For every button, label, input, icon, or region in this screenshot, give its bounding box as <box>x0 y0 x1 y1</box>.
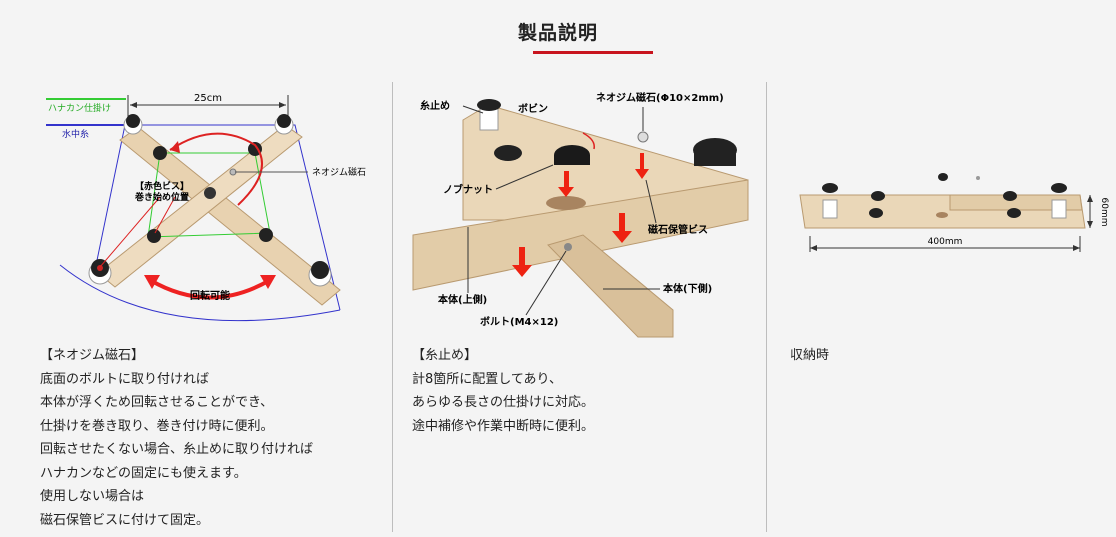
caption-line: 途中補修や作業中断時に便利。 <box>412 418 595 434</box>
blue-line-arc <box>59 264 341 322</box>
magnet <box>637 131 649 143</box>
page-title: 製品説明 <box>517 22 598 44</box>
start-position-label: 巻き始め位置 <box>134 191 189 203</box>
storage-diagram: 60mm 400mm <box>799 173 1109 252</box>
caption-line: 仕掛けを巻き取り、巻き付け時に便利。 <box>40 418 274 434</box>
bobbin <box>274 114 294 135</box>
center-bolt <box>204 187 216 199</box>
caption-itodome: 【糸止め】 計8箇所に配置してあり、 あらゆる長さの仕掛けに対応。 途中補修や作… <box>412 344 594 438</box>
rotate-arrow <box>148 278 272 300</box>
line-stopper <box>1003 191 1017 201</box>
caption-line: 収納時 <box>790 348 830 363</box>
rotate-label: 回転可能 <box>190 289 230 302</box>
body-lower-label: 本体(下側) <box>663 282 712 295</box>
red-screw-label: 【赤色ビス】 <box>135 180 189 192</box>
caption-line: 磁石保管ビスに付けて固定。 <box>40 512 210 528</box>
caption-line: あらゆる長さの仕掛けに対応。 <box>412 395 595 410</box>
line-stopper <box>147 229 161 243</box>
caption-line: 使用しない場合は <box>40 489 145 504</box>
body-lower <box>547 234 674 338</box>
bolt <box>564 243 572 251</box>
line-stopper <box>869 208 883 218</box>
magnet-label: ネオジム磁石(Φ10×2mm) <box>596 91 724 104</box>
caption-storage: 収納時 <box>790 344 829 368</box>
column-divider-2 <box>766 82 767 532</box>
caption-line: 計8箇所に配置してあり、 <box>412 371 562 387</box>
line-stopper <box>248 142 262 156</box>
bobbin <box>822 199 838 219</box>
title-underline <box>533 51 653 54</box>
wood-cross <box>97 124 341 306</box>
caption-line: 回転させたくない場合、糸止めに取り付ければ <box>40 442 314 457</box>
line-stopper <box>153 146 167 160</box>
bolt-label: ボルト(M4×12) <box>480 315 558 328</box>
column-divider-1 <box>392 82 393 532</box>
bobbin-label: ボビン <box>518 102 548 115</box>
caption-line: 本体が浮くため回転させることができ、 <box>40 395 274 410</box>
center-hole <box>546 196 586 210</box>
caption-line: ハナカンなどの固定にも使えます。 <box>40 465 247 481</box>
caption-line: 【ネオジム磁石】 <box>40 348 145 363</box>
center-hole <box>936 212 948 218</box>
caption-magnet: 【ネオジム磁石】 底面のボルトに取り付ければ 本体が浮くため回転させることができ… <box>40 344 313 532</box>
legend-blue-label: 水中糸 <box>62 128 89 140</box>
caption-line: 【糸止め】 <box>412 348 478 363</box>
line-stopper <box>871 191 885 201</box>
width-label: 400mm <box>928 237 963 247</box>
parts-diagram: 糸止め ボビン ネオジム磁石(Φ10×2mm) ノブナット 磁石保管ビス 本体(… <box>412 91 749 338</box>
bobbin <box>88 259 112 285</box>
bobbin <box>123 114 143 135</box>
magnet-label: ネオジム磁石 <box>312 166 366 178</box>
knob-nut <box>938 173 948 181</box>
bobbin <box>308 261 332 287</box>
caption-line: 底面のボルトに取り付ければ <box>40 371 210 387</box>
rotation-diagram: ハナカン仕掛け 水中糸 25cm ネオジム磁石 【赤色ビ <box>46 93 366 322</box>
line-stopper <box>1007 208 1021 218</box>
dimension-label: 25cm <box>194 93 222 104</box>
itodome-label: 糸止め <box>420 99 450 112</box>
line-stopper <box>259 228 273 242</box>
height-label: 60mm <box>1099 198 1109 227</box>
legend-green-label: ハナカン仕掛け <box>48 102 111 114</box>
bobbin <box>1051 199 1067 219</box>
magnet-screw-label: 磁石保管ビス <box>648 223 708 236</box>
knob-label: ノブナット <box>443 183 493 196</box>
rotation-arrow-upper <box>169 132 263 206</box>
body-upper-label: 本体(上側) <box>438 293 487 306</box>
line-stopper <box>494 145 522 161</box>
